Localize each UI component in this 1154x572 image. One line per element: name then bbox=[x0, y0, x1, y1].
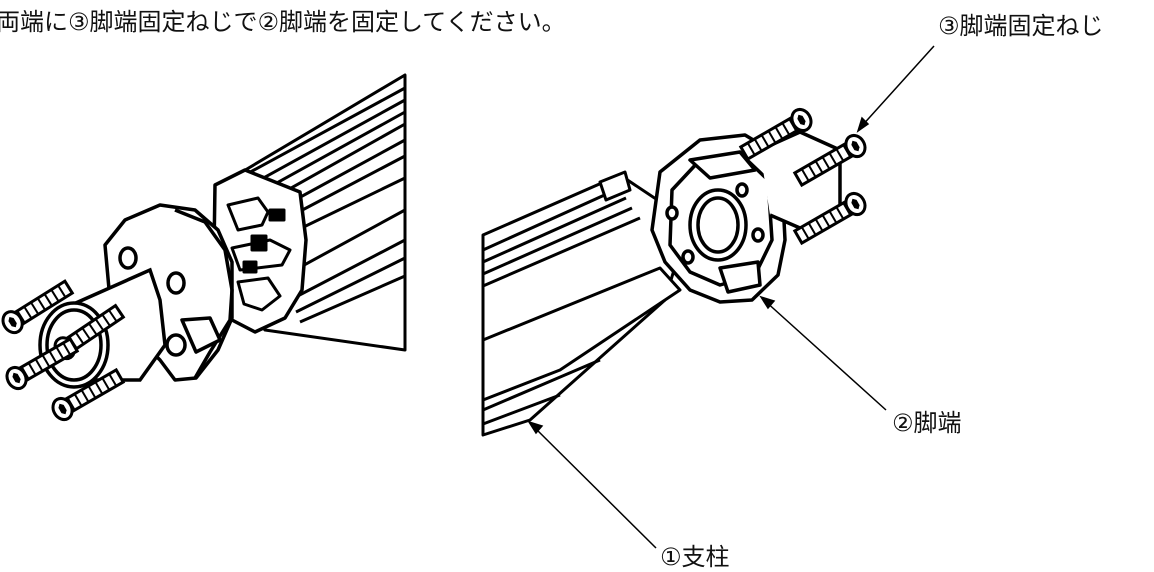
leader-foot bbox=[763, 299, 887, 411]
label-foot-end: ②脚端 bbox=[892, 409, 962, 437]
label-foot-fixing-screw: ③脚端固定ねじ bbox=[938, 12, 1104, 40]
leader-lines bbox=[527, 45, 935, 549]
leader-screw bbox=[859, 45, 935, 129]
label-post: ①支柱 bbox=[660, 543, 730, 571]
right-assembly bbox=[481, 104, 871, 437]
leader-post bbox=[531, 424, 657, 549]
left-post bbox=[212, 73, 407, 352]
instruction-text: 両端に③脚端固定ねじで②脚端を固定してください。 bbox=[0, 8, 566, 36]
right-post bbox=[481, 170, 682, 437]
right-foot-end bbox=[650, 130, 842, 304]
left-assembly bbox=[0, 73, 407, 425]
